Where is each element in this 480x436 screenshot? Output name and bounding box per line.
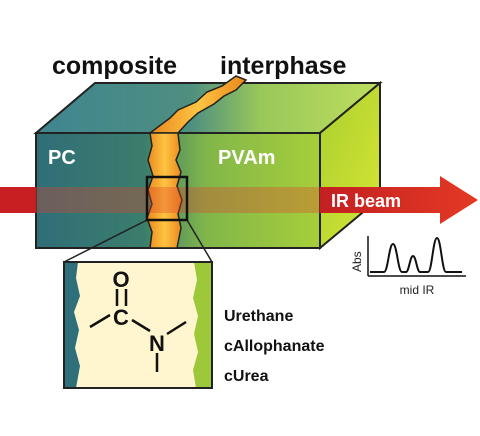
spectrum-trace	[370, 236, 462, 273]
bond-c-left	[89, 313, 111, 329]
spectrum-xlabel: mid IR	[400, 283, 435, 297]
focus-box	[145, 175, 189, 222]
atom-n: N	[149, 331, 165, 356]
inset-pc-strip	[64, 262, 80, 388]
ir-beam-label: IR beam	[331, 191, 401, 211]
bond-type-allophanate: cAllophanate	[224, 338, 325, 355]
bond-type-urea: cUrea	[224, 368, 269, 385]
inset-frame	[63, 261, 213, 389]
bond-c-n	[131, 318, 151, 333]
zoom-line-left	[63, 219, 148, 263]
zoom-line-right	[186, 219, 213, 263]
bond-n-right	[166, 320, 187, 336]
interphase-band-top	[147, 75, 248, 134]
atom-o: O	[112, 267, 129, 292]
atom-c: C	[113, 305, 129, 330]
ir-beam-inside	[36, 187, 320, 213]
bond-type-urethane: Urethane	[224, 308, 293, 325]
spectrum-ylabel: Abs	[350, 251, 364, 272]
ir-beam-arrow	[320, 176, 478, 224]
pvam-label: PVAm	[218, 147, 275, 169]
interphase-label: interphase	[220, 52, 347, 80]
pc-label: PC	[48, 147, 76, 169]
inset-pvam-strip	[193, 262, 212, 388]
composite-label: composite	[52, 52, 177, 80]
ir-beam-in	[0, 187, 36, 213]
